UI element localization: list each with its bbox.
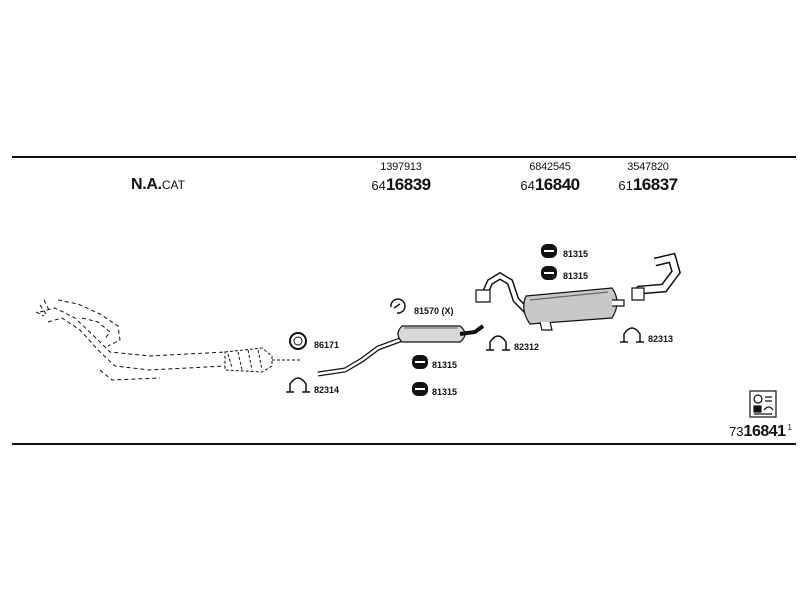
label-82314: 82314 bbox=[314, 385, 339, 395]
label-81315: 81315 bbox=[432, 387, 457, 397]
clamp-icon bbox=[486, 335, 510, 351]
oe-number: 6842545 bbox=[529, 161, 571, 173]
part-main: 16839 bbox=[385, 175, 431, 194]
part-main: 16837 bbox=[632, 175, 678, 194]
clamp-icon bbox=[620, 327, 644, 343]
spec-type: CAT bbox=[161, 178, 185, 192]
part-main: 16840 bbox=[534, 175, 580, 194]
catalyst-dashed bbox=[224, 347, 300, 373]
kit-main: 16841 bbox=[743, 423, 787, 440]
label-86171: 86171 bbox=[314, 340, 339, 350]
mounting-kit-icon bbox=[749, 390, 777, 418]
label-81315: 81315 bbox=[563, 271, 588, 281]
part-number-tailpipe: 3547820 6116837 bbox=[608, 162, 688, 194]
spec-market: N.A. bbox=[131, 176, 162, 193]
kit-prefix: 73 bbox=[729, 424, 744, 439]
gasket-icon bbox=[390, 298, 406, 314]
front-pipe-silencer bbox=[317, 324, 485, 377]
oe-number: 3547820 bbox=[627, 161, 669, 173]
vehicle-spec: N.A.CAT bbox=[131, 176, 185, 194]
rubber-mount-icon bbox=[412, 355, 428, 369]
part-prefix: 64 bbox=[371, 178, 386, 193]
manifold-dashed-outline bbox=[35, 299, 226, 381]
label-81570: 81570 (X) bbox=[414, 306, 454, 316]
kit-suffix: 1 bbox=[787, 423, 792, 432]
label-82313: 82313 bbox=[648, 334, 673, 344]
part-prefix: 64 bbox=[520, 178, 535, 193]
part-number-front-pipe: 1397913 6416839 bbox=[356, 162, 446, 194]
rubber-mount-icon bbox=[541, 244, 557, 258]
tailpipe bbox=[631, 252, 681, 301]
rear-silencer bbox=[475, 271, 625, 331]
top-rule bbox=[12, 156, 796, 158]
oe-number: 1397913 bbox=[380, 161, 422, 173]
rubber-mount-icon bbox=[541, 266, 557, 280]
label-81315: 81315 bbox=[563, 249, 588, 259]
clamp-icon bbox=[286, 377, 310, 393]
label-81315: 81315 bbox=[432, 360, 457, 370]
part-number-rear-silencer: 6842545 6416840 bbox=[510, 162, 590, 194]
label-82312: 82312 bbox=[514, 342, 539, 352]
part-prefix: 61 bbox=[618, 178, 633, 193]
bottom-rule bbox=[12, 443, 796, 445]
rubber-mount-icon bbox=[412, 382, 428, 396]
ring-gasket-icon bbox=[289, 332, 307, 350]
